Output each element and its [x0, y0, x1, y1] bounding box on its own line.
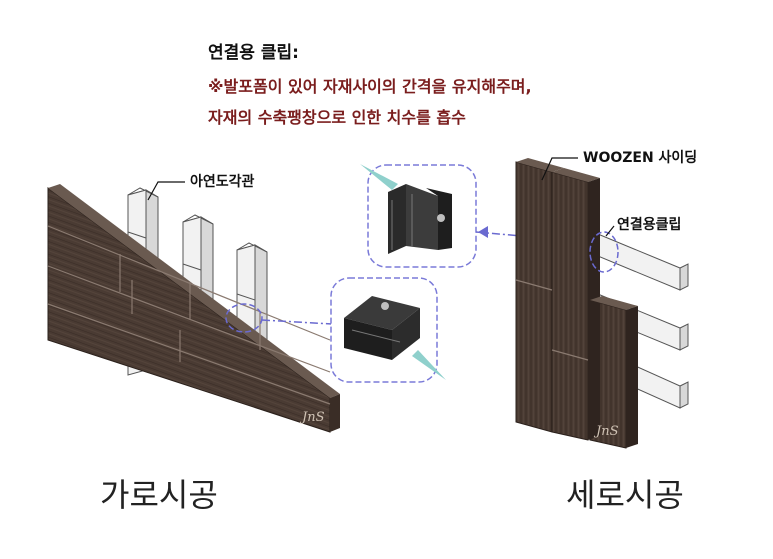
- detail-connector-right: [475, 231, 591, 243]
- vertical-installation: [515, 158, 689, 449]
- watermark-right: JnS: [596, 424, 619, 439]
- clip-highlight-left: [225, 303, 263, 333]
- clip-highlight-right: [589, 231, 619, 273]
- panel-top-face: [48, 184, 340, 398]
- callout-line-2: 자재의 수축팽창으로 인한 치수를 흡수: [208, 108, 466, 127]
- clip-detail-bottom: [330, 277, 446, 383]
- leader-lines: [147, 157, 615, 237]
- detail-connector-left: [261, 319, 333, 325]
- pipe-tops: [127, 189, 256, 301]
- horizontal-installation: [47, 184, 342, 433]
- callout-line-1: ※발포폼이 있어 자재사이의 간격을 유지해주며,: [208, 77, 532, 96]
- label-galvanized-pipe: 아연도각관: [190, 174, 255, 190]
- caption-vertical: 세로시공: [566, 476, 684, 514]
- label-siding: WOOZEN 사이딩: [583, 150, 698, 166]
- caption-horizontal: 가로시공: [100, 476, 218, 514]
- siding-board-2: [551, 171, 589, 441]
- label-connection-clip: 연결용클립: [617, 217, 682, 233]
- clip-detail-top: [360, 164, 477, 268]
- callout-title: 연결용 클립:: [208, 43, 299, 63]
- siding-board-1: [515, 161, 553, 433]
- watermark-left: JnS: [302, 410, 325, 425]
